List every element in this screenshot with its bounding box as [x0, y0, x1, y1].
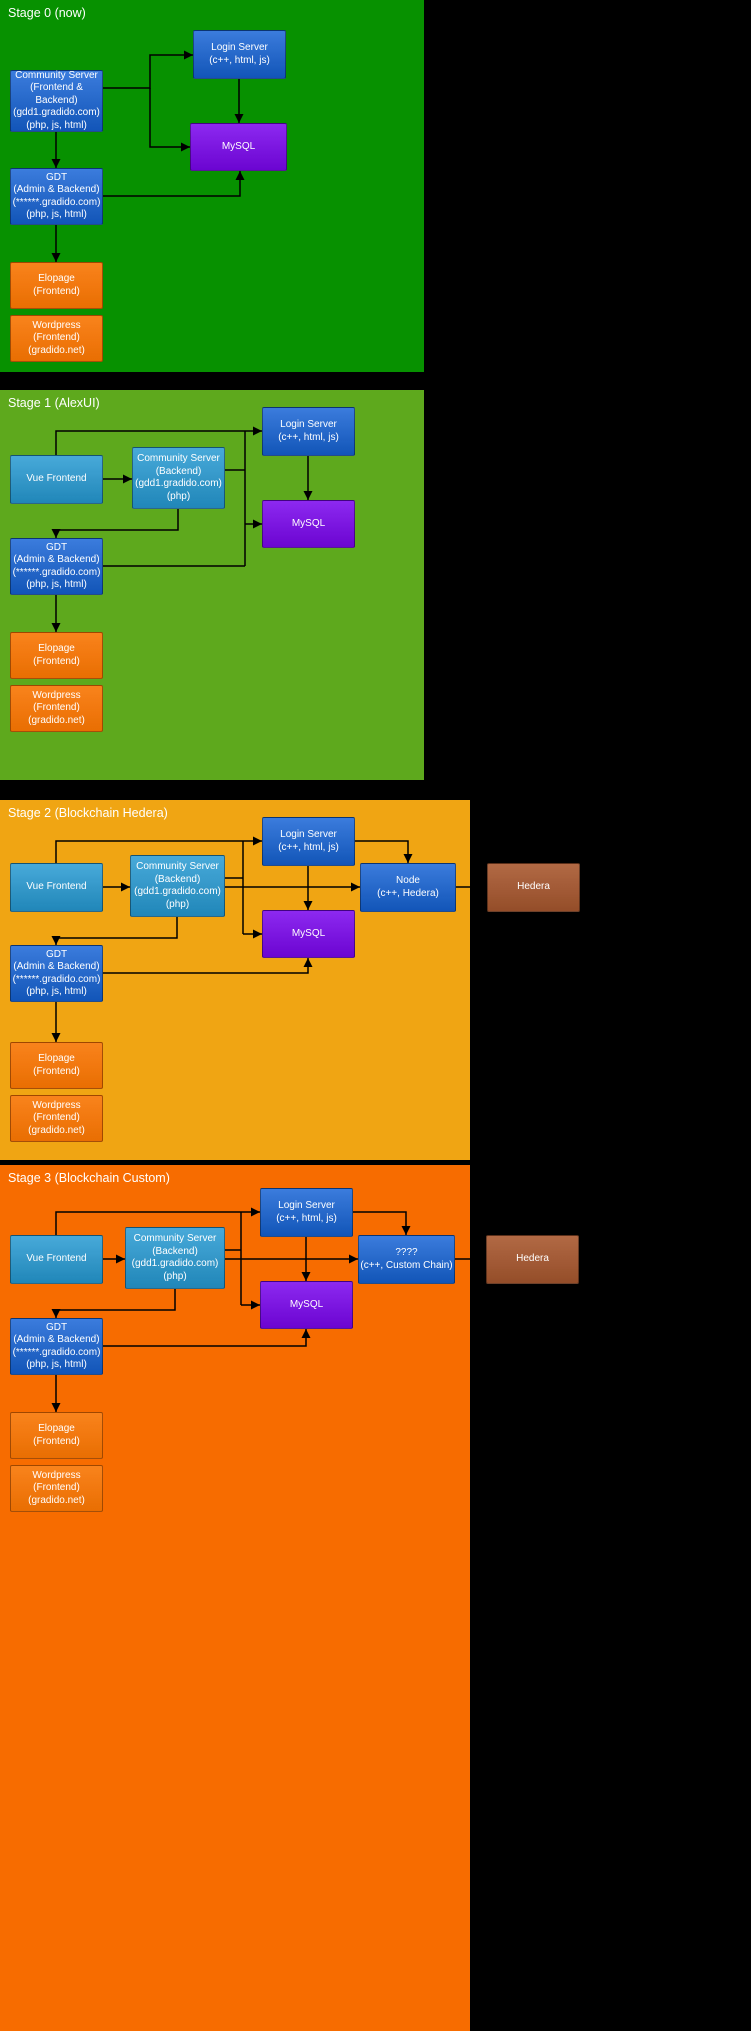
stage3-vue-frontend-node: Vue Frontend — [10, 1235, 103, 1284]
stage-3-panel: Stage 3 (Blockchain Custom) — [0, 1165, 470, 2031]
stage3-custom-chain-node: ???? (c++, Custom Chain) — [358, 1235, 455, 1284]
stage1-gdt-node: GDT (Admin & Backend) (******.gradido.co… — [10, 538, 103, 595]
stage1-wordpress-node: Wordpress (Frontend) (gradido.net) — [10, 685, 103, 732]
stage0-community-server-node: Community Server (Frontend & Backend) (g… — [10, 70, 103, 132]
stage2-hedera-node: Hedera — [487, 863, 580, 912]
stage3-mysql-node: MySQL — [260, 1281, 353, 1329]
stage1-vue-frontend-node: Vue Frontend — [10, 455, 103, 504]
stage3-community-server-node: Community Server (Backend) (gdd1.gradido… — [125, 1227, 225, 1289]
stage2-mysql-node: MySQL — [262, 910, 355, 958]
stage1-community-server-node: Community Server (Backend) (gdd1.gradido… — [132, 447, 225, 509]
stage1-login-server-node: Login Server (c++, html, js) — [262, 407, 355, 456]
stage-2-title: Stage 2 (Blockchain Hedera) — [8, 806, 168, 820]
stage0-wordpress-node: Wordpress (Frontend) (gradido.net) — [10, 315, 103, 362]
stage3-wordpress-node: Wordpress (Frontend) (gradido.net) — [10, 1465, 103, 1512]
stage3-gdt-node: GDT (Admin & Backend) (******.gradido.co… — [10, 1318, 103, 1375]
stage1-elopage-node: Elopage (Frontend) — [10, 632, 103, 679]
stage1-mysql-node: MySQL — [262, 500, 355, 548]
stage-3-title: Stage 3 (Blockchain Custom) — [8, 1171, 170, 1185]
stage2-vue-frontend-node: Vue Frontend — [10, 863, 103, 912]
stage2-login-server-node: Login Server (c++, html, js) — [262, 817, 355, 866]
stage2-elopage-node: Elopage (Frontend) — [10, 1042, 103, 1089]
stage3-hedera-node: Hedera — [486, 1235, 579, 1284]
stage-1-title: Stage 1 (AlexUI) — [8, 396, 100, 410]
stage3-login-server-node: Login Server (c++, html, js) — [260, 1188, 353, 1237]
stage3-elopage-node: Elopage (Frontend) — [10, 1412, 103, 1459]
stage-0-title: Stage 0 (now) — [8, 6, 86, 20]
stage0-login-server-node: Login Server (c++, html, js) — [193, 30, 286, 79]
stage2-node-node: Node (c++, Hedera) — [360, 863, 456, 912]
stage2-community-server-node: Community Server (Backend) (gdd1.gradido… — [130, 855, 225, 917]
stage0-elopage-node: Elopage (Frontend) — [10, 262, 103, 309]
stage0-gdt-node: GDT (Admin & Backend) (******.gradido.co… — [10, 168, 103, 225]
stage0-mysql-node: MySQL — [190, 123, 287, 171]
stage2-wordpress-node: Wordpress (Frontend) (gradido.net) — [10, 1095, 103, 1142]
stage2-gdt-node: GDT (Admin & Backend) (******.gradido.co… — [10, 945, 103, 1002]
